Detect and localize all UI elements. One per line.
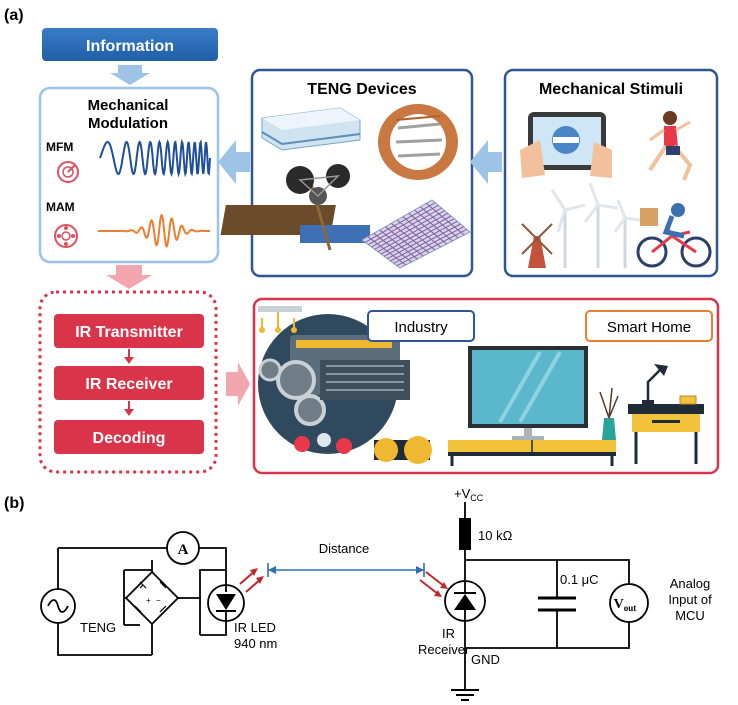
bridge-rectifier-symbol: + − bbox=[124, 560, 180, 655]
ir-receiver-button bbox=[54, 366, 204, 400]
industry-image bbox=[258, 306, 432, 464]
svg-text:+: + bbox=[146, 596, 151, 605]
textile-image bbox=[361, 199, 471, 269]
analog-label-line2: Input of bbox=[668, 592, 712, 607]
resistor-symbol bbox=[459, 518, 471, 550]
layered-slab-image bbox=[261, 107, 361, 151]
arrow-left-blue-2 bbox=[470, 140, 502, 184]
teng-label: TENG bbox=[80, 620, 116, 635]
resistor-label: 10 kΩ bbox=[478, 528, 513, 543]
transmitter-circuit bbox=[57, 547, 227, 656]
teng-title: TENG Devices bbox=[307, 81, 416, 98]
ammeter-label: A bbox=[178, 542, 189, 558]
vout-meter-symbol: Vout bbox=[609, 583, 649, 623]
gnd-label: GND bbox=[471, 652, 500, 667]
tv-stand-image bbox=[448, 440, 616, 466]
ammeter-symbol: A bbox=[166, 531, 200, 565]
runner-image bbox=[648, 111, 693, 181]
ir-led-label-line2: 940 nm bbox=[234, 636, 277, 651]
capacitor-symbol bbox=[538, 596, 576, 612]
desk-lamp-image bbox=[628, 364, 704, 464]
vout-subscript: out bbox=[624, 603, 637, 613]
vase-image bbox=[599, 387, 619, 440]
ir-led-symbol bbox=[207, 568, 264, 622]
application-box: Industry Smart Home bbox=[252, 297, 720, 475]
analog-label-line1: Analog bbox=[670, 576, 710, 591]
svg-text:−: − bbox=[156, 596, 161, 605]
analog-label-line3: MCU bbox=[675, 608, 705, 623]
decoding-button bbox=[54, 420, 204, 454]
receiver-label-line2: Receiver bbox=[418, 642, 470, 657]
industry-tag bbox=[367, 310, 475, 342]
teng-source-symbol bbox=[40, 588, 76, 624]
bearing-icon bbox=[54, 224, 78, 248]
teng-devices-box: TENG Devices bbox=[220, 68, 474, 278]
vcc-main: +V bbox=[454, 486, 471, 501]
smart-home-label: Smart Home bbox=[607, 319, 691, 336]
wind-rotor-image bbox=[220, 164, 370, 251]
information-box: Information bbox=[42, 28, 218, 61]
ir-led-label-line1: IR LED bbox=[234, 620, 276, 635]
dial-icon bbox=[57, 161, 79, 183]
tablet-hands-image bbox=[520, 112, 612, 178]
industry-label: Industry bbox=[394, 319, 448, 336]
vcc-subscript: CC bbox=[470, 493, 483, 503]
arrow-down-blue bbox=[110, 65, 150, 85]
receiver-label-line1: IR bbox=[442, 626, 455, 641]
smart-home-tag bbox=[585, 310, 713, 342]
mam-label: MAM bbox=[46, 200, 75, 214]
led-emission-arrows-icon bbox=[239, 568, 264, 593]
mam-waveform bbox=[98, 213, 210, 249]
modulation-title-line1: Mechanical bbox=[88, 97, 169, 114]
vout-main: V bbox=[614, 597, 624, 612]
receiver-circuit bbox=[464, 502, 630, 690]
ir-receiver-label: IR Receiver bbox=[85, 376, 172, 393]
panel-b-label: (b) bbox=[4, 495, 24, 512]
modulation-title-line2: Modulation bbox=[88, 115, 168, 132]
arrow-down-red bbox=[106, 265, 152, 289]
mfm-label: MFM bbox=[46, 140, 73, 154]
ground-symbol bbox=[451, 689, 479, 701]
information-label: Information bbox=[86, 38, 174, 55]
vcc-label: +VCC bbox=[454, 486, 484, 503]
mfm-waveform bbox=[99, 139, 211, 178]
stimuli-title: Mechanical Stimuli bbox=[539, 81, 683, 98]
ir-receiver-symbol bbox=[419, 571, 486, 622]
receiver-incoming-arrows-icon bbox=[419, 571, 448, 597]
mechanical-modulation-box: Mechanical Modulation MFM MAM bbox=[38, 86, 220, 264]
ir-transmitter-button bbox=[54, 314, 204, 348]
cyclist-image bbox=[636, 203, 712, 268]
arrow-right-red bbox=[226, 362, 250, 406]
vout-label: Vout bbox=[614, 597, 637, 613]
copper-ring-image bbox=[378, 104, 458, 180]
gears-icon bbox=[294, 433, 352, 454]
decoding-label: Decoding bbox=[93, 430, 166, 447]
panel-a-label: (a) bbox=[4, 7, 24, 24]
distance-indicator bbox=[267, 563, 425, 577]
television-image bbox=[468, 346, 588, 440]
mechanical-stimuli-box: Mechanical Stimuli bbox=[503, 68, 719, 278]
pipes-icon bbox=[258, 306, 302, 333]
capacitor-label: 0.1 μC bbox=[560, 572, 599, 587]
arrow-left-blue-1 bbox=[218, 140, 250, 184]
ir-chain-box: IR Transmitter IR Receiver Decoding bbox=[38, 290, 218, 474]
wind-turbines-image bbox=[521, 182, 641, 268]
distance-label: Distance bbox=[319, 541, 370, 556]
ir-transmitter-label: IR Transmitter bbox=[75, 324, 183, 341]
windmill-icon bbox=[521, 223, 553, 268]
